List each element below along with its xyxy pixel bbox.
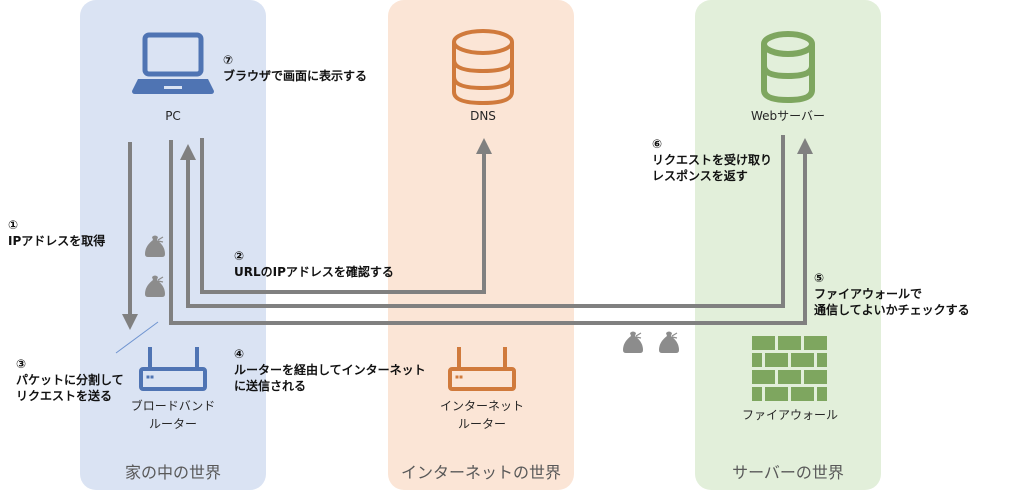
dns-label: DNS <box>470 109 496 123</box>
step-4-text-line1: ルーターを経由してインターネット <box>234 363 426 377</box>
step-7-text: ブラウザで画面に表示する <box>223 69 368 83</box>
step-2-number: ② <box>234 249 245 263</box>
internet-router-label: インターネット ルーター <box>432 397 532 433</box>
packet-bag-icon <box>658 330 680 354</box>
step-6-text-line2: レスポンスを返す <box>652 169 748 183</box>
internet-router-label-line1: インターネット <box>439 399 524 413</box>
firewall-brick-icon <box>752 336 827 401</box>
server-world-title: サーバーの世界 <box>732 463 844 482</box>
broadband-router-icon <box>139 347 207 391</box>
step-3-text-line2: リクエストを送る <box>16 389 113 403</box>
step-6-note: ⑥ リクエストを受け取り レスポンスを返す <box>652 136 772 184</box>
internet-router-icon <box>448 347 516 391</box>
firewall-label: ファイアウォール <box>741 408 838 422</box>
packet-bag-icon <box>144 274 166 298</box>
broadband-router-label: ブロードバンド ルーター <box>123 397 223 433</box>
step-3-note: ③ パケットに分割して リクエストを送る <box>16 356 124 404</box>
step-7-note: ⑦ ブラウザで画面に表示する <box>223 52 367 84</box>
web-server-label: Webサーバー <box>750 109 826 123</box>
step-3-text-line1: パケットに分割して <box>16 373 124 387</box>
web-server-database-icon <box>761 31 815 104</box>
step-4-note: ④ ルーターを経由してインターネット に送信される <box>234 346 426 394</box>
step-1-number: ① <box>8 218 19 232</box>
laptop-icon <box>132 32 214 94</box>
internet-router-label-line2: ルーター <box>457 417 506 431</box>
step-2-note: ② URLのIPアドレスを確認する <box>234 248 394 280</box>
step-4-text-line2: に送信される <box>234 379 307 393</box>
step-1-text: IPアドレスを取得 <box>8 234 106 248</box>
pc-label: PC <box>165 109 181 123</box>
step-5-number: ⑤ <box>814 271 825 285</box>
step-7-number: ⑦ <box>223 53 234 67</box>
broadband-router-label-line2: ルーター <box>148 417 197 431</box>
step-5-note: ⑤ ファイアウォールで 通信してよいかチェックする <box>814 270 970 318</box>
step-6-number: ⑥ <box>652 137 663 151</box>
packet-bag-icon <box>144 234 166 258</box>
dns-database-icon <box>452 29 514 106</box>
internet-world-title: インターネットの世界 <box>400 463 561 482</box>
packet-bag-icon <box>622 330 644 354</box>
home-world-title: 家の中の世界 <box>124 463 221 482</box>
callout-line <box>115 321 159 354</box>
broadband-router-label-line1: ブロードバンド <box>130 399 216 413</box>
flow-line-web-response <box>180 135 785 308</box>
step-6-text-line1: リクエストを受け取り <box>652 153 773 167</box>
step-5-text-line1: ファイアウォールで <box>814 287 923 301</box>
internet-world-panel: インターネットの世界 <box>388 0 574 490</box>
step-5-text-line2: 通信してよいかチェックする <box>814 303 970 317</box>
flow-line-dns-query <box>200 138 492 294</box>
flow-line-web-request <box>169 138 813 325</box>
step-1-note: ① IPアドレスを取得 <box>8 217 105 249</box>
step-4-number: ④ <box>234 347 245 361</box>
server-world-panel: サーバーの世界 <box>695 0 881 490</box>
step-2-text: URLのIPアドレスを確認する <box>234 265 394 279</box>
step-3-number: ③ <box>16 357 27 371</box>
